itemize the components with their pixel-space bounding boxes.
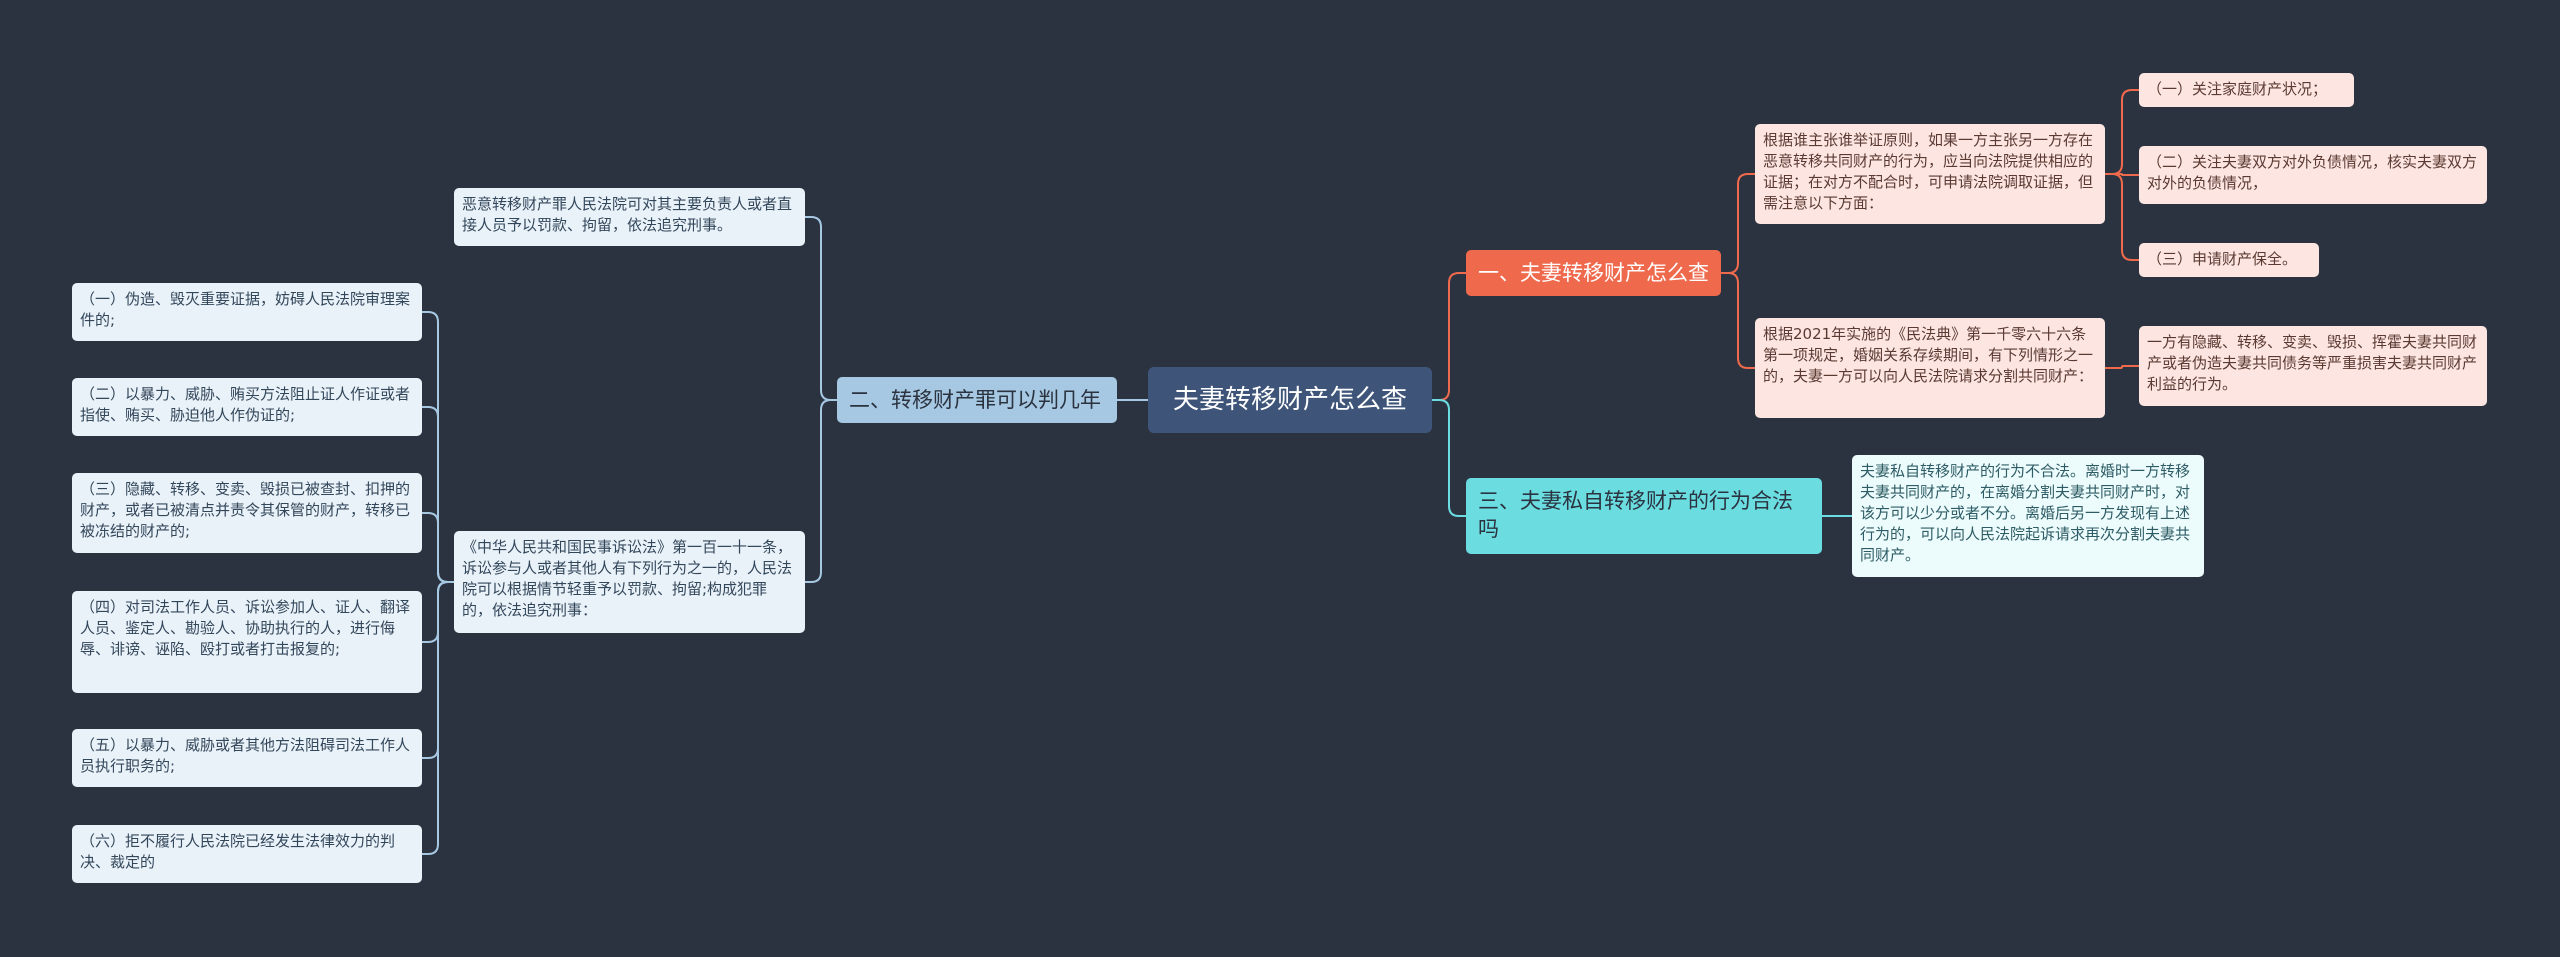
- branch-how-to-investigate[interactable]: 一、夫妻转移财产怎么查: [1466, 250, 1721, 296]
- link-detail2-sub6: [422, 581, 454, 855]
- subpoint-asset-preservation[interactable]: （三）申请财产保全。: [2139, 243, 2319, 277]
- link-detail2-sub3: [422, 512, 454, 583]
- link-branch2-detail2: [805, 399, 837, 583]
- link-root-branch3: [1432, 399, 1466, 517]
- subpoint-obstruct-duty[interactable]: （五）以暴力、威胁或者其他方法阻碍司法工作人员执行职务的;: [72, 729, 422, 787]
- subpoint-insult-officials[interactable]: （四）对司法工作人员、诉讼参加人、证人、翻译人员、鉴定人、勘验人、协助执行的人，…: [72, 591, 422, 693]
- detail-civil-code-article[interactable]: 根据2021年实施的《民法典》第一千零六十六条第一项规定，婚姻关系存续期间，有下…: [1755, 318, 2105, 418]
- subpoint-external-debts[interactable]: （二）关注夫妻双方对外负债情况，核实夫妻双方对外的负债情况，: [2139, 146, 2487, 204]
- link-branch1-detail2: [1721, 272, 1755, 369]
- detail-burden-of-proof[interactable]: 根据谁主张谁举证原则，如果一方主张另一方存在恶意转移共同财产的行为，应当向法院提…: [1755, 124, 2105, 224]
- subpoint-hidden-assets-behavior[interactable]: 一方有隐藏、转移、变卖、毁损、挥霍夫妻共同财产或者伪造夫妻共同债务等严重损害夫妻…: [2139, 326, 2487, 406]
- detail-civil-procedure-article[interactable]: 《中华人民共和国民事诉讼法》第一百一十一条，诉讼参与人或者其他人有下列行为之一的…: [454, 531, 805, 633]
- link-detail1-sub1: [2105, 89, 2139, 175]
- link-branch2-detail1: [805, 216, 837, 401]
- detail-not-legal[interactable]: 夫妻私自转移财产的行为不合法。离婚时一方转移夫妻共同财产的，在离婚分割夫妻共同财…: [1852, 455, 2204, 577]
- subpoint-family-assets[interactable]: （一）关注家庭财产状况；: [2139, 73, 2354, 107]
- branch-legality-question[interactable]: 三、夫妻私自转移财产的行为合法吗: [1466, 478, 1822, 554]
- subpoint-obstruct-witness[interactable]: （二）以暴力、威胁、贿买方法阻止证人作证或者指使、贿买、胁迫他人作伪证的;: [72, 378, 422, 436]
- link-detail1-sub2: [2105, 173, 2139, 176]
- link-root-branch1: [1432, 272, 1466, 401]
- detail-penalty-summary[interactable]: 恶意转移财产罪人民法院可对其主要负责人或者直接人员予以罚款、拘留，依法追究刑事。: [454, 188, 805, 246]
- branch-sentencing[interactable]: 二、转移财产罪可以判几年: [837, 377, 1117, 423]
- link-detail2-sub4: [2105, 365, 2139, 369]
- link-detail1-sub3: [2105, 173, 2139, 261]
- subpoint-destroy-evidence[interactable]: （一）伪造、毁灭重要证据，妨碍人民法院审理案件的;: [72, 283, 422, 341]
- subpoint-refuse-judgment[interactable]: （六）拒不履行人民法院已经发生法律效力的判决、裁定的: [72, 825, 422, 883]
- link-branch1-detail1: [1721, 173, 1755, 274]
- central-topic[interactable]: 夫妻转移财产怎么查: [1148, 367, 1432, 433]
- subpoint-transfer-seized-assets[interactable]: （三）隐藏、转移、变卖、毁损已被查封、扣押的财产，或者已被清点并责令其保管的财产…: [72, 473, 422, 553]
